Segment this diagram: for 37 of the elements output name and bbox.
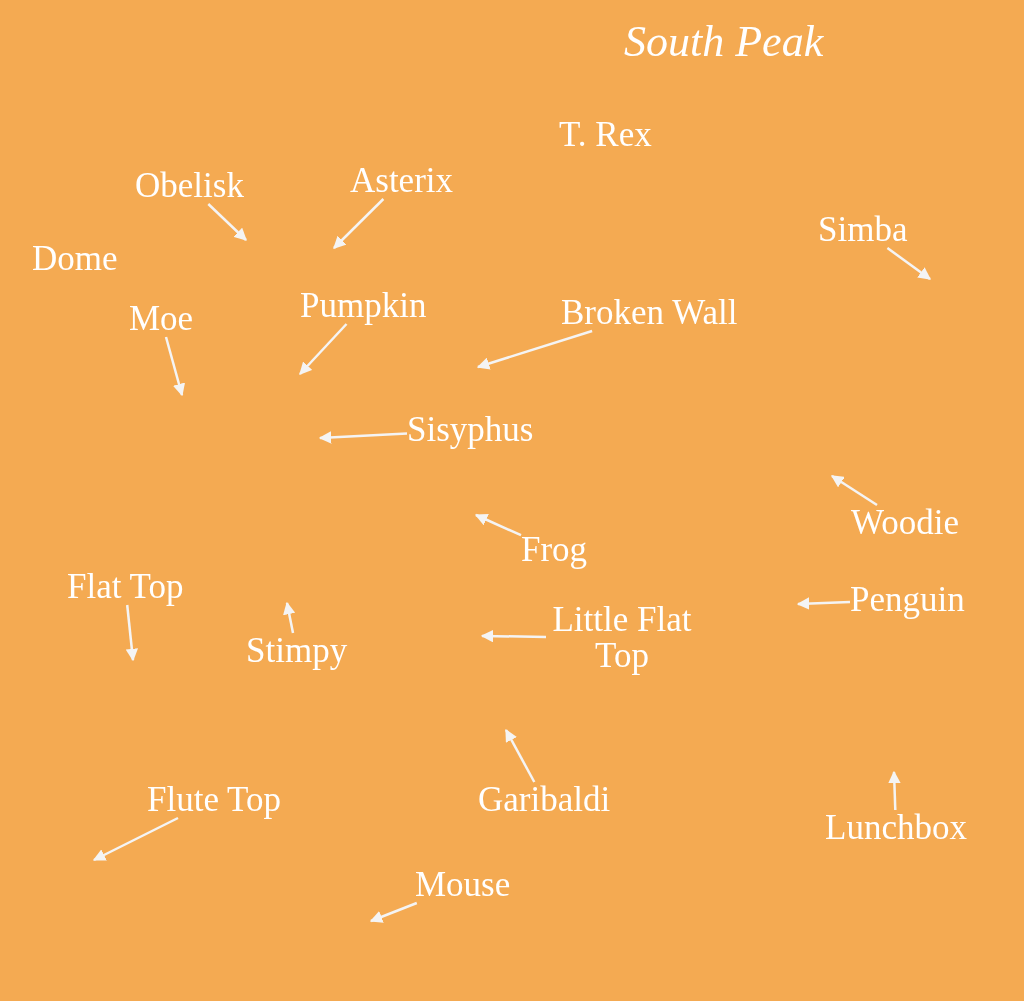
arrow xyxy=(207,203,247,241)
arrow xyxy=(125,604,139,662)
arrow xyxy=(796,597,851,610)
arrow xyxy=(886,247,931,280)
feature-label: Penguin xyxy=(850,582,965,618)
arrow xyxy=(92,816,179,862)
feature-label: Asterix xyxy=(350,163,454,199)
peak-name: South Peak xyxy=(624,16,824,68)
feature-label: Simba xyxy=(818,212,908,248)
feature-label: Flute Top xyxy=(147,782,281,818)
arrow xyxy=(504,728,536,783)
feature-label: Moe xyxy=(129,301,194,337)
arrow xyxy=(480,629,546,643)
feature-label: Stimpy xyxy=(246,633,348,669)
arrow xyxy=(476,329,593,370)
arrow xyxy=(369,901,418,923)
feature-label: Broken Wall xyxy=(561,295,738,331)
arrow xyxy=(333,198,385,249)
feature-label: Flat Top xyxy=(67,569,184,605)
feature-label: Mouse xyxy=(415,867,511,903)
arrow xyxy=(474,513,522,537)
arrow xyxy=(283,601,296,634)
feature-label: Pumpkin xyxy=(300,288,427,324)
feature-label: Obelisk xyxy=(135,168,244,204)
feature-label: T. Rex xyxy=(559,115,652,155)
arrow xyxy=(888,770,901,811)
arrow xyxy=(318,431,408,444)
feature-label: Garibaldi xyxy=(478,782,611,818)
feature-label: Woodie xyxy=(851,505,959,541)
feature-label: Sisyphus xyxy=(407,412,534,448)
arrow xyxy=(830,474,878,507)
arrow xyxy=(299,323,348,375)
feature-label: Lunchbox xyxy=(825,810,967,846)
feature-label: Dome xyxy=(32,239,118,279)
arrow xyxy=(164,336,186,397)
feature-label: Frog xyxy=(521,532,588,568)
feature-label: Little Flat Top xyxy=(546,602,698,674)
